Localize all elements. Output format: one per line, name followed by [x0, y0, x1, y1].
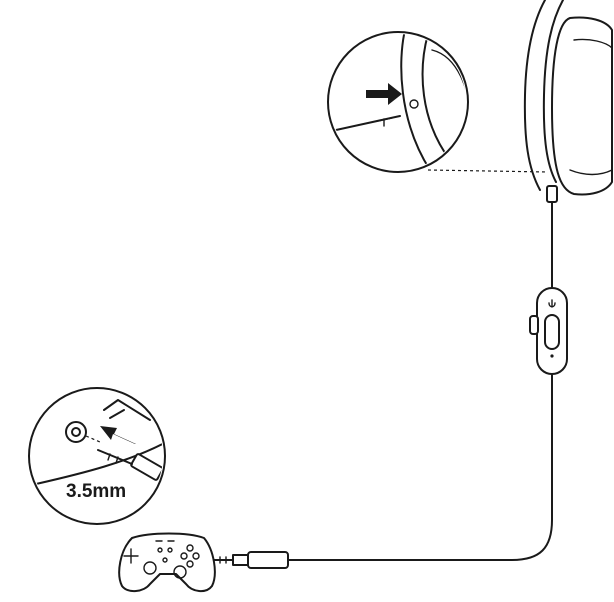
zoom-guide-line	[427, 169, 549, 173]
insert-arrow-icon	[100, 426, 136, 444]
inline-remote	[529, 287, 568, 375]
controller-jack-zoom: 3.5mm	[28, 387, 166, 525]
microphone-icon	[548, 299, 556, 308]
volume-wheel	[529, 315, 539, 335]
game-controller-icon	[118, 532, 216, 592]
headset-cable	[287, 201, 553, 561]
jack-size-label: 3.5mm	[66, 481, 126, 502]
headset-port-zoom	[327, 31, 469, 173]
audio-plug	[213, 551, 289, 569]
mute-switch	[544, 314, 560, 350]
insert-arrow-icon	[366, 83, 402, 105]
headset-earcup	[523, 0, 613, 203]
